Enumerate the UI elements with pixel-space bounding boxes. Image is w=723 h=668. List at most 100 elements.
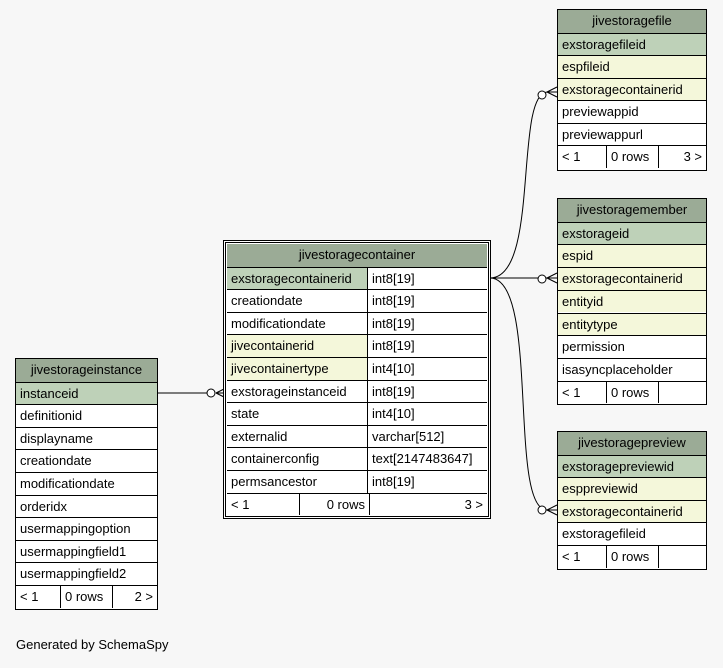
column-name: usermappingoption <box>16 518 157 540</box>
parents-count: < 1 <box>562 549 581 564</box>
column-row: previewappurl <box>558 122 706 145</box>
column-row: entitytype <box>558 312 706 336</box>
parents-count: < 1 <box>562 384 581 400</box>
optional-marker-container <box>206 388 216 398</box>
column-name: orderidx <box>16 495 157 518</box>
column-type: int4[10] <box>367 403 487 425</box>
column-row: previewappid <box>558 100 706 123</box>
column-name: exstoragecontainerid <box>558 500 706 523</box>
table-title: jivestoragepreview <box>558 432 706 455</box>
column-name: isasyncplaceholder <box>558 358 706 381</box>
column-type: int8[19] <box>367 290 487 312</box>
table-footer: < 1 0 rows <box>558 545 706 568</box>
column-row: exstorageid <box>558 221 706 245</box>
column-row: modificationdate <box>16 472 157 495</box>
edge-container-storagepreview <box>489 277 548 511</box>
column-name: exstoragefileid <box>558 523 706 545</box>
column-name: espid <box>558 245 706 268</box>
row-count: 0 rows <box>606 546 658 568</box>
column-name: exstoragecontainerid <box>558 78 706 100</box>
column-type: int8[19] <box>367 312 487 335</box>
column-name: creationdate <box>227 290 367 312</box>
column-row: exstoragefileid <box>558 32 706 55</box>
column-row: displayname <box>16 426 157 450</box>
row-count: 0 rows <box>606 146 658 168</box>
edge-container-storagefile <box>489 91 548 279</box>
column-name: exstorageinstanceid <box>227 380 367 403</box>
parents-count: < 1 <box>231 496 250 512</box>
column-name: exstoragecontainerid <box>227 267 367 290</box>
table-footer: < 1 0 rows <box>558 380 706 404</box>
column-name: exstoragecontainerid <box>558 268 706 290</box>
column-type: int8[19] <box>367 335 487 357</box>
column-row: usermappingoption <box>16 517 157 540</box>
row-count: 0 rows <box>299 493 369 516</box>
table-title: jivestoragecontainer <box>227 244 487 267</box>
table-title: jivestoragemember <box>558 199 706 222</box>
column-name: displayname <box>16 427 157 450</box>
column-name: entitytype <box>558 313 706 336</box>
column-row: entityid <box>558 289 706 313</box>
column-row: espfileid <box>558 55 706 78</box>
column-row: exstoragecontainerid <box>558 267 706 290</box>
optional-marker-storagepreview <box>537 505 547 515</box>
row-count: 0 rows <box>606 381 658 404</box>
column-name: previewappurl <box>558 123 706 145</box>
column-name: entityid <box>558 290 706 313</box>
column-name: jivecontainertype <box>227 358 367 380</box>
column-type: text[2147483647] <box>367 448 487 470</box>
table-title: jivestorageinstance <box>16 359 157 382</box>
column-name: esppreviewid <box>558 478 706 500</box>
column-row: orderidx <box>16 494 157 518</box>
column-name: exstorageid <box>558 222 706 245</box>
column-name: usermappingfield1 <box>16 540 157 563</box>
column-name: creationdate <box>16 450 157 472</box>
column-row: exstoragecontainerid <box>558 77 706 100</box>
optional-marker-storagefile <box>537 90 547 100</box>
column-row: espid <box>558 244 706 268</box>
column-type: int8[19] <box>367 267 487 290</box>
column-name: espfileid <box>558 56 706 78</box>
column-row: exstoragefileid <box>558 522 706 545</box>
column-name: permission <box>558 336 706 358</box>
children-count: 3 > <box>658 146 706 168</box>
column-type: varchar[512] <box>367 425 487 448</box>
column-name: permsancestor <box>227 471 367 493</box>
column-type: int8[19] <box>367 380 487 403</box>
column-type: int8[19] <box>367 471 487 493</box>
table-title: jivestoragefile <box>558 10 706 33</box>
column-name: externalid <box>227 425 367 448</box>
column-name: usermappingfield2 <box>16 563 157 585</box>
column-name: instanceid <box>16 382 157 405</box>
column-name: state <box>227 403 367 425</box>
column-row: exstoragecontainerid <box>558 499 706 523</box>
column-row: creationdate <box>16 449 157 472</box>
column-name: containerconfig <box>227 448 367 470</box>
column-name: jivecontainerid <box>227 335 367 357</box>
column-row: exstoragepreviewid <box>558 454 706 478</box>
column-name: modificationdate <box>16 473 157 495</box>
column-row: permission <box>558 335 706 358</box>
column-type: int4[10] <box>367 358 487 380</box>
column-row: usermappingfield2 <box>16 562 157 585</box>
children-count <box>658 546 706 568</box>
column-row: isasyncplaceholder <box>558 357 706 381</box>
column-name: exstoragefileid <box>558 33 706 55</box>
column-row: definitionid <box>16 404 157 427</box>
parents-count: < 1 <box>562 149 581 164</box>
